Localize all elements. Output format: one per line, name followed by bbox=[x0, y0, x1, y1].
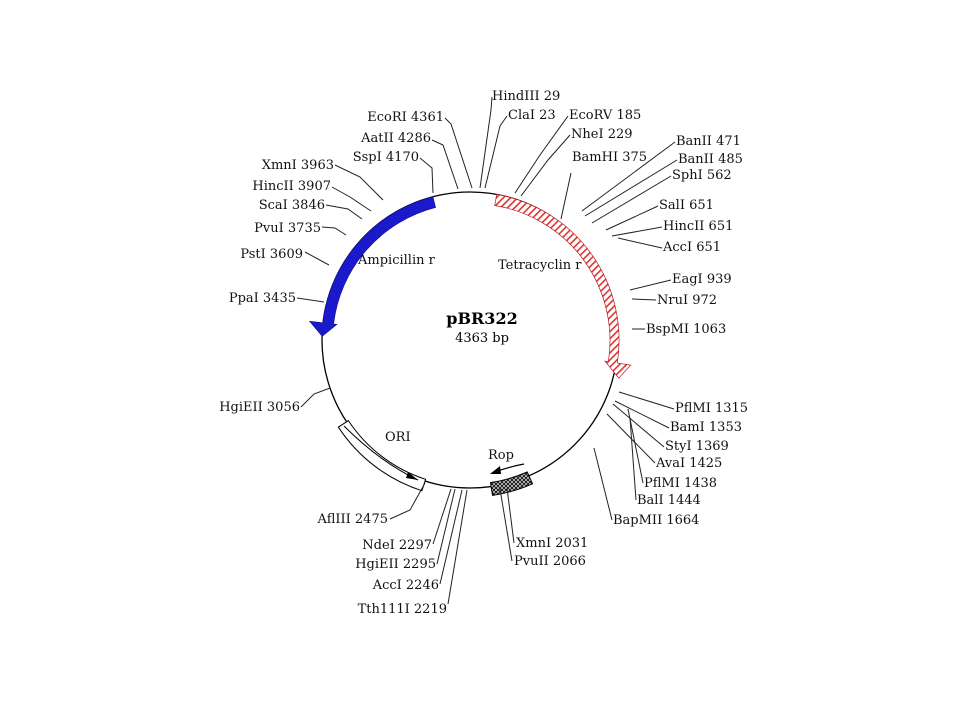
rop-gene bbox=[489, 471, 534, 496]
site-label: XmnI 3963 bbox=[262, 158, 334, 173]
leader-styi-1369 bbox=[612, 403, 665, 448]
leader-aatii-4286 bbox=[431, 139, 459, 190]
site-label: AflIII 2475 bbox=[317, 512, 388, 527]
leader-hincii-651 bbox=[611, 226, 663, 237]
leader-acci-2246 bbox=[439, 489, 463, 585]
site-label: HgiEII 3056 bbox=[219, 400, 300, 415]
site-label: NdeI 2297 bbox=[362, 538, 432, 553]
leader-hincii-3907 bbox=[331, 186, 372, 212]
site-label: NruI 972 bbox=[657, 293, 717, 308]
ori-region bbox=[337, 419, 427, 492]
leader-bapmii-1664 bbox=[593, 447, 613, 521]
leader-ndei-2297 bbox=[432, 488, 452, 545]
site-label: PpaI 3435 bbox=[229, 291, 296, 306]
site-label: HincII 3907 bbox=[252, 179, 331, 194]
leader-ppai-3435 bbox=[296, 297, 325, 303]
site-label: NheI 229 bbox=[571, 127, 633, 142]
site-label: PflMI 1315 bbox=[675, 401, 748, 416]
leader-xmni-3963 bbox=[334, 164, 384, 201]
gene-label-tetracycline: Tetracyclin r bbox=[498, 258, 582, 273]
site-label: EagI 939 bbox=[672, 272, 732, 287]
gene-label-ampicillin: Ampicillin r bbox=[357, 253, 436, 268]
site-label: PvuI 3735 bbox=[254, 221, 321, 236]
site-label: SspI 4170 bbox=[353, 150, 419, 165]
leader-eagi-939 bbox=[629, 279, 672, 291]
site-label: PflMI 1438 bbox=[644, 476, 717, 491]
site-label: BalI 1444 bbox=[637, 493, 701, 508]
leader-nhei-229 bbox=[520, 134, 571, 197]
leader-clai-23 bbox=[484, 115, 508, 189]
leader-hgieii-3056 bbox=[300, 387, 331, 408]
leader-acci-651 bbox=[617, 237, 663, 249]
site-label: SphI 562 bbox=[672, 168, 732, 183]
leader-pflmi-1315 bbox=[618, 391, 675, 410]
site-label: BamI 1353 bbox=[670, 420, 742, 435]
plasmid-size: 4363 bp bbox=[455, 331, 509, 346]
leader-xmni-2031 bbox=[506, 487, 515, 544]
leader-banii-471 bbox=[581, 141, 676, 212]
site-label: HgiEII 2295 bbox=[355, 557, 436, 572]
leader-ecori-4361 bbox=[444, 117, 473, 189]
gene-label-ori: ORI bbox=[385, 430, 411, 445]
site-label: PstI 3609 bbox=[240, 247, 303, 262]
leader-bami-1353 bbox=[614, 400, 670, 429]
site-label: EcoRV 185 bbox=[569, 108, 641, 123]
site-label: BspMI 1063 bbox=[646, 322, 726, 337]
leader-psti-3609 bbox=[304, 251, 330, 266]
leader-hindiii-29 bbox=[479, 96, 493, 189]
leader-hgieii-2295 bbox=[436, 488, 456, 565]
site-label: PvuII 2066 bbox=[514, 554, 586, 569]
leader-bali-1444 bbox=[629, 417, 637, 501]
site-label: BanII 471 bbox=[676, 134, 741, 149]
leader-pvui-3735 bbox=[321, 226, 347, 236]
site-label: HindIII 29 bbox=[492, 89, 560, 104]
site-label: XmnI 2031 bbox=[516, 536, 588, 551]
restriction-site-leaders bbox=[296, 96, 678, 605]
leader-tth111i-2219 bbox=[447, 489, 468, 605]
leader-sspi-4170 bbox=[419, 157, 434, 194]
site-label: EcoRI 4361 bbox=[367, 110, 444, 125]
site-label: AvaI 1425 bbox=[655, 456, 722, 471]
leader-bamhi-375 bbox=[560, 172, 572, 220]
site-label: StyI 1369 bbox=[665, 439, 729, 454]
leader-banii-485 bbox=[584, 159, 678, 217]
site-label: Tth111I 2219 bbox=[358, 602, 447, 617]
leader-sphi-562 bbox=[591, 175, 672, 224]
site-label: BapMII 1664 bbox=[613, 513, 699, 528]
ori-arrowhead bbox=[406, 472, 418, 480]
site-label: AccI 2246 bbox=[372, 578, 439, 593]
site-label: BamHI 375 bbox=[572, 150, 647, 165]
leader-scai-3846 bbox=[325, 204, 363, 220]
rop-arrowhead bbox=[490, 466, 501, 474]
leader-nrui-972 bbox=[631, 298, 657, 301]
site-label: BanII 485 bbox=[678, 152, 743, 167]
site-label: ScaI 3846 bbox=[259, 198, 325, 213]
leader-sali-651 bbox=[605, 205, 659, 231]
restriction-site-labels: HindIII 29 ClaI 23 EcoRV 185 NheI 229 Ba… bbox=[219, 89, 748, 617]
site-label: HincII 651 bbox=[663, 219, 733, 234]
leader-ecorv-185 bbox=[514, 115, 569, 194]
site-label: SalI 651 bbox=[659, 198, 714, 213]
site-label: AccI 651 bbox=[662, 240, 721, 255]
site-label: AatII 4286 bbox=[360, 131, 431, 146]
tetracycline-resistance-gene bbox=[494, 193, 632, 379]
gene-label-rop: Rop bbox=[488, 448, 514, 463]
plasmid-name: pBR322 bbox=[446, 309, 517, 328]
leader-pvuii-2066 bbox=[499, 488, 513, 562]
leader-afliii-2475 bbox=[389, 482, 426, 520]
site-label: ClaI 23 bbox=[508, 108, 556, 123]
ampicillin-resistance-gene bbox=[308, 196, 436, 337]
